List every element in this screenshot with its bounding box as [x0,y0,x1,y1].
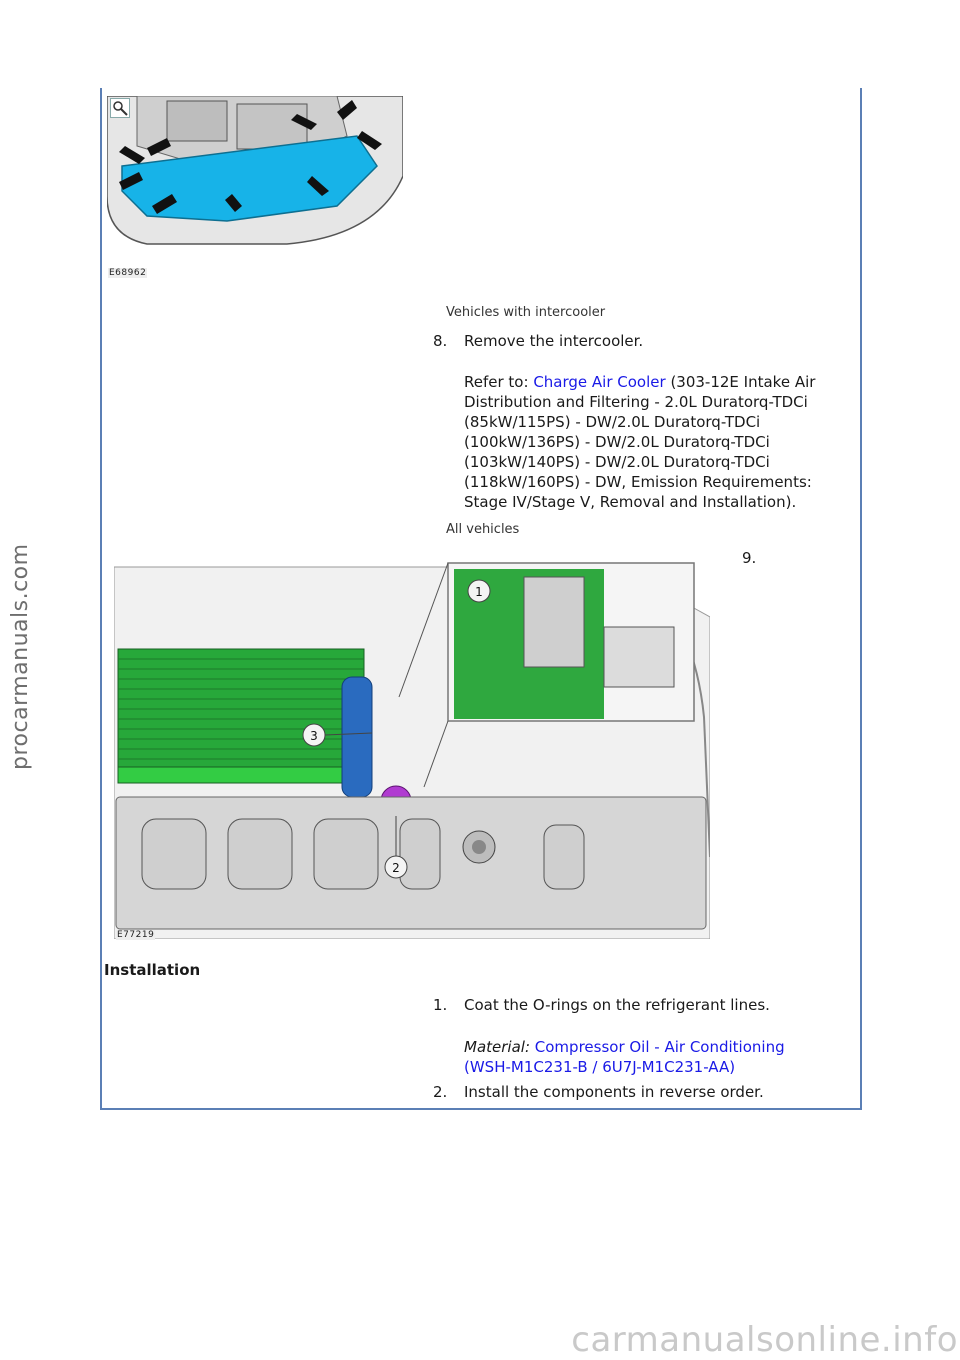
material-label: Material: [464,1038,530,1056]
figure-condenser: 1 3 2 [114,557,710,939]
charge-air-cooler-link[interactable]: Charge Air Cooler [533,373,666,391]
compressor-oil-link[interactable]: Compressor Oil - Air Conditioning (WSH-M… [464,1038,785,1076]
side-watermark: procarmanuals.com [8,543,33,770]
refer-prefix: Refer to: [464,373,534,391]
figure-id-label: E68962 [108,268,148,278]
undershield-illustration [107,96,403,246]
callout-2: 2 [392,861,400,875]
figure-undershield [107,96,403,246]
condition-all-vehicles: All vehicles [446,522,520,537]
condenser-illustration: 1 3 2 [114,557,710,939]
step-8-text: Remove the intercooler. [464,332,644,350]
step-8-number: 8. [433,332,448,350]
content-frame [100,88,862,1110]
condition-intercooler: Vehicles with intercooler [446,305,606,320]
magnify-icon[interactable] [110,98,130,118]
install-step-2-text: Install the components in reverse order. [464,1083,764,1101]
material-note: Material: Compressor Oil - Air Condition… [464,1037,824,1077]
install-step-1-text: Coat the O-rings on the refrigerant line… [464,996,770,1014]
installation-heading: Installation [104,961,201,979]
step-8-reference: Refer to: Charge Air Cooler (303-12E Int… [464,372,846,512]
bottom-watermark: carmanualsonline.info [571,1320,958,1360]
refer-rest: (303-12E Intake Air Distribution and Fil… [464,373,816,511]
step-9-number: 9. [742,549,757,567]
callout-1: 1 [475,585,483,599]
install-step-1-number: 1. [433,996,448,1014]
install-step-2-number: 2. [433,1083,448,1101]
figure-id-label-2: E77219 [116,930,156,940]
callout-3: 3 [310,729,318,743]
